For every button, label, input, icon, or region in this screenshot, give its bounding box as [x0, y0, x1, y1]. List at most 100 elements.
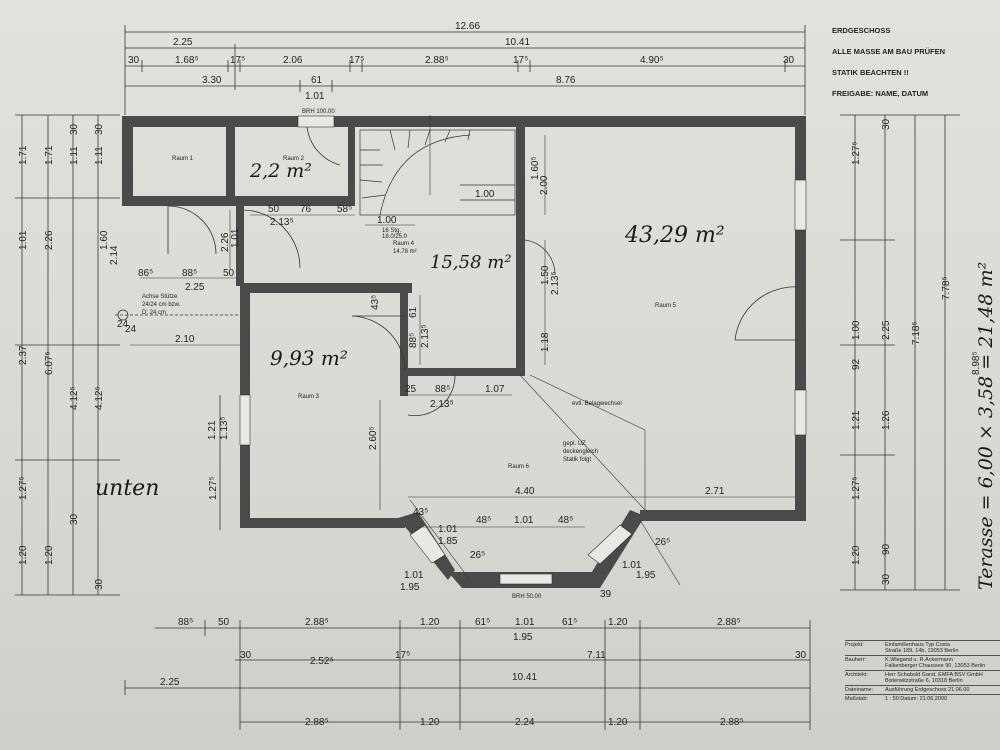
inner-dim: 58⁵: [337, 204, 352, 215]
dim-top: 30: [783, 55, 795, 66]
inner-dim: 2.13⁵: [270, 217, 294, 228]
inner-dim: 76: [300, 204, 312, 215]
plan-notes: ERDGESCHOSS ALLE MASSE AM BAU PRÜFEN STA…: [832, 26, 992, 110]
room-4-label: Raum 4: [393, 241, 415, 247]
dim-right: 30: [881, 118, 892, 130]
inner-dim: 39: [600, 589, 612, 600]
inner-dim: 43⁵: [413, 507, 428, 518]
dim-left: 1.11: [69, 146, 80, 165]
dimension-text-top: 12.66 2.25 10.41 30 1.68⁵ 17⁵ 2.06 17⁵ 2…: [128, 21, 795, 102]
handwritten-note-unten: unten: [95, 476, 159, 501]
dim-left: 30: [69, 123, 80, 135]
dim-bottom: 2.88⁵: [305, 617, 329, 628]
dim-bottom: 2.24: [515, 717, 535, 728]
dim-left: 6.07⁵: [44, 351, 55, 375]
inner-dim: 1.60⁵: [530, 156, 541, 180]
handwritten-area-room-4: 15,58 m²: [430, 252, 512, 273]
room-labels: Raum 1 Raum 2 Raum 3 Raum 4 14.78 m² Rau…: [142, 109, 677, 600]
floor-change-note: evtl. Belagwechsel: [572, 401, 622, 407]
release-note: FREIGABE: NAME, DATUM: [832, 89, 929, 98]
inner-dim: 24: [117, 319, 129, 330]
handwritten-area-room-3: 9,93 m²: [270, 346, 348, 370]
column-note-2: 24/24 cm bzw.: [142, 302, 181, 308]
floor-title: ERDGESCHOSS: [832, 26, 891, 35]
inner-dim: 88⁵: [408, 333, 419, 348]
dimension-text-left: 1.71 1.71 1.11 1.11 30 30 1.01 2.26 1.60…: [18, 123, 219, 590]
dim-bottom: 2.25: [160, 677, 180, 688]
dim-bottom: 2.52⁵: [310, 656, 334, 667]
dim-left: 1.27⁵: [18, 476, 29, 500]
dim-left: 1.11: [94, 146, 105, 165]
inner-dim: 1.07: [485, 384, 505, 395]
inner-dim: 1.21: [207, 420, 218, 440]
window-label: BRH 100.00: [302, 109, 335, 115]
dim-right: 1.00: [851, 320, 862, 340]
dim-right: 1.20: [851, 545, 862, 565]
dim-left: 1.01: [18, 230, 29, 250]
inner-dim: 25: [405, 384, 417, 395]
dim-bottom: 1.20: [608, 717, 628, 728]
inner-dim: 26⁵: [470, 550, 485, 561]
dim-bottom: 30: [240, 650, 252, 661]
beam-note-2: deckengleich: [563, 449, 598, 455]
inner-dim: 50: [268, 204, 280, 215]
dim-left: 4.12⁵: [94, 386, 105, 410]
inner-dim: 43⁵: [370, 295, 381, 310]
inner-dim: 1.01: [230, 228, 241, 248]
windows: [239, 115, 807, 585]
dim-top: 17⁵: [513, 55, 528, 66]
inner-dim: 1.01: [622, 560, 642, 571]
column-marker: [115, 309, 240, 321]
inner-dim: 2.13⁵: [430, 399, 454, 410]
dim-left: 1.20: [44, 545, 55, 565]
dim-bottom: 10.41: [512, 672, 537, 683]
title-row-scale: Maßstab: 1 : 50 Datum: 21.06.2000: [845, 694, 1000, 703]
inner-dim: 24: [125, 324, 137, 335]
handwritten-annotations: 2,2 m² 15,58 m² 43,29 m² 9,93 m² unten T…: [95, 160, 997, 590]
dim-right: 8.98⁵: [971, 351, 982, 375]
dim-bottom: 2.88⁵: [717, 617, 741, 628]
inner-dim: 1.85: [438, 536, 458, 547]
inner-dim: 48⁵: [558, 515, 573, 526]
dim-bottom: 2.88⁵: [305, 717, 329, 728]
handwritten-terrace-area: Terasse = 6,00 × 3,58 = 21,48 m²: [975, 262, 997, 590]
dim-bottom: 61⁵: [475, 617, 490, 628]
dimension-lines-right: [840, 114, 960, 591]
measure-note: ALLE MASSE AM BAU PRÜFEN: [832, 47, 946, 56]
handwritten-area-room-5: 43,29 m²: [624, 223, 725, 248]
inner-dim: 26⁵: [655, 537, 670, 548]
dim-top: 17⁵: [230, 55, 245, 66]
dim-top: 17⁵: [349, 55, 364, 66]
inner-dim: 50: [223, 268, 235, 279]
room-5-label: Raum 5: [655, 303, 677, 309]
doors: [167, 126, 799, 416]
dim-top: 30: [128, 55, 140, 66]
inner-dimension-lines: [130, 115, 795, 586]
dim-right: 1.21: [851, 410, 862, 430]
dim-bottom: 30: [795, 650, 807, 661]
dimension-lines-left: [15, 114, 221, 596]
dim-bottom: 17⁵: [395, 650, 410, 661]
dim-right: 7.18⁵: [911, 321, 922, 345]
dim-left: 30: [94, 578, 105, 590]
room-2-label: Raum 2: [283, 156, 305, 162]
dim-top: 4.90⁵: [640, 55, 664, 66]
beam-note-1: gepl. UZ: [563, 441, 586, 447]
dim-left: 30: [94, 123, 105, 135]
inner-dim: 1.00: [475, 189, 495, 200]
dimension-lines-bottom: [124, 620, 811, 730]
dimension-text-right: 1.27⁵ 30 2.25 7.18⁵ 7.78⁵ 8.98⁵ 1.00 92 …: [851, 118, 982, 585]
dim-left: 1.71: [44, 145, 55, 165]
dim-right: 2.25: [881, 320, 892, 340]
inner-dim: 2.00: [539, 175, 550, 195]
dim-bottom: 1.95: [513, 632, 533, 643]
inner-dimension-text: 50 76 58⁵ 2.13⁵ 1.00 1.00 1.60⁵ 2.00 1.0…: [117, 156, 725, 600]
statics-note: STATIK BEACHTEN !!: [832, 68, 909, 77]
inner-dim: 2.25: [185, 282, 205, 293]
dim-left: 2.37: [18, 345, 29, 365]
stairs-note: 16 Stg.: [382, 228, 401, 234]
room-1-label: Raum 1: [172, 156, 194, 162]
inner-dim: 1.01: [514, 515, 534, 526]
window-label: BRH 50.00: [512, 594, 542, 600]
